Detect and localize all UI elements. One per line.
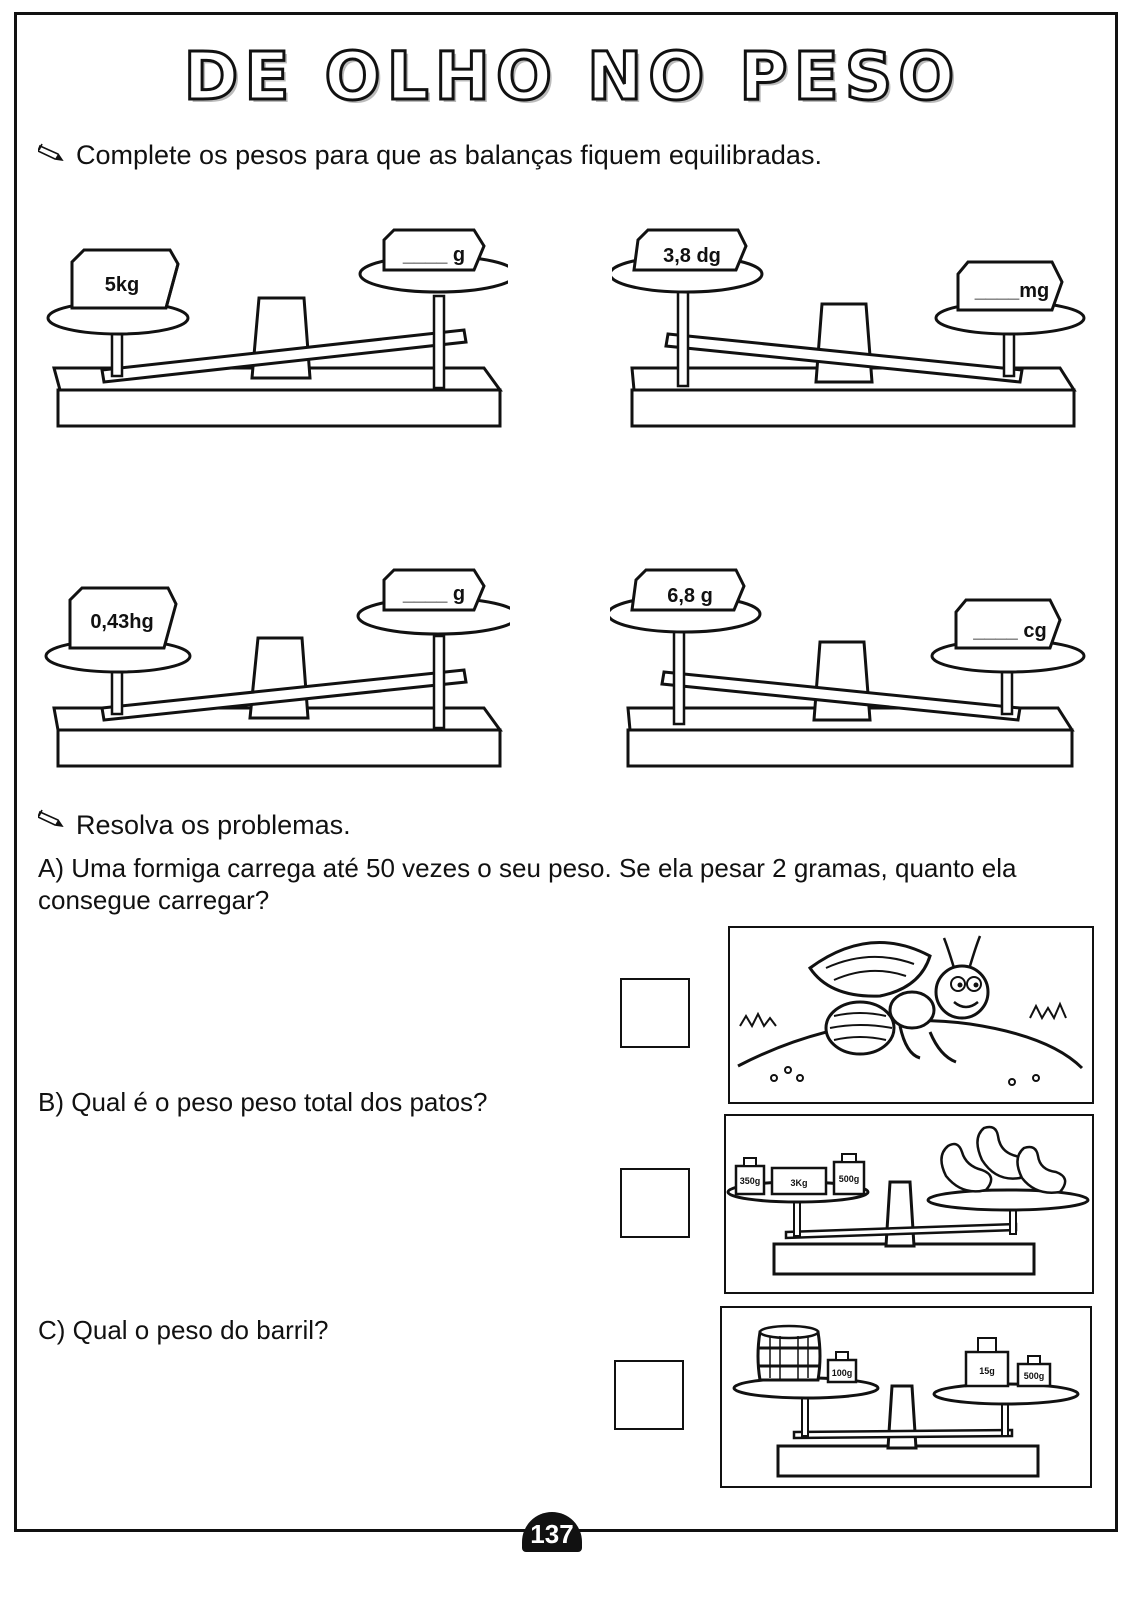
balance-scale-3: 0,43hg ____ g bbox=[44, 568, 510, 768]
balance-scale-4: 6,8 g ____ cg bbox=[610, 568, 1086, 768]
balance-scale-1: 5kg ____ g bbox=[46, 228, 508, 428]
problem-c-text: C) Qual o peso do barril? bbox=[38, 1315, 329, 1345]
ducks-scale-illustration: 350g 3Kg 500g bbox=[724, 1114, 1094, 1294]
ant-illustration bbox=[728, 926, 1094, 1104]
scale-4-left-weight: 6,8 g bbox=[667, 585, 713, 607]
page-title: DE OLHO NO PESO bbox=[182, 37, 961, 117]
duck-weight-350g: 350g bbox=[740, 1176, 761, 1186]
problem-a-text: A) Uma formiga carrega até 50 vezes o se… bbox=[38, 853, 1017, 915]
barrel-weight-500g: 500g bbox=[1024, 1371, 1045, 1381]
answer-box-a[interactable] bbox=[620, 978, 690, 1048]
scale-2-right-weight: ____mg bbox=[974, 280, 1050, 302]
balance-scale-2: 3,8 dg ____mg bbox=[612, 228, 1086, 428]
scale-4-right-weight: ____ cg bbox=[972, 620, 1046, 642]
answer-box-c[interactable] bbox=[614, 1360, 684, 1430]
barrel-weight-100g: 100g bbox=[832, 1368, 853, 1378]
instruction-balance: Complete os pesos para que as balanças f… bbox=[76, 140, 822, 170]
scale-1-right-weight: ____ g bbox=[402, 244, 465, 266]
barrel-weight-15g: 15g bbox=[979, 1366, 995, 1376]
scale-1-left-weight: 5kg bbox=[105, 274, 139, 296]
answer-box-b[interactable] bbox=[620, 1168, 690, 1238]
pencil-icon bbox=[38, 809, 64, 828]
duck-weight-3kg: 3Kg bbox=[790, 1178, 807, 1188]
pencil-icon bbox=[38, 143, 64, 162]
duck-weight-500g: 500g bbox=[839, 1174, 860, 1184]
scale-3-right-weight: ____ g bbox=[402, 583, 465, 605]
barrel-scale-illustration: 100g 15g 500g bbox=[720, 1306, 1092, 1488]
instruction-problems: Resolva os problemas. bbox=[76, 810, 351, 840]
scale-2-left-weight: 3,8 dg bbox=[663, 245, 721, 267]
problem-b-text: B) Qual é o peso peso total dos patos? bbox=[38, 1087, 488, 1117]
page-number: 137 bbox=[522, 1512, 582, 1552]
scale-3-left-weight: 0,43hg bbox=[90, 611, 153, 633]
